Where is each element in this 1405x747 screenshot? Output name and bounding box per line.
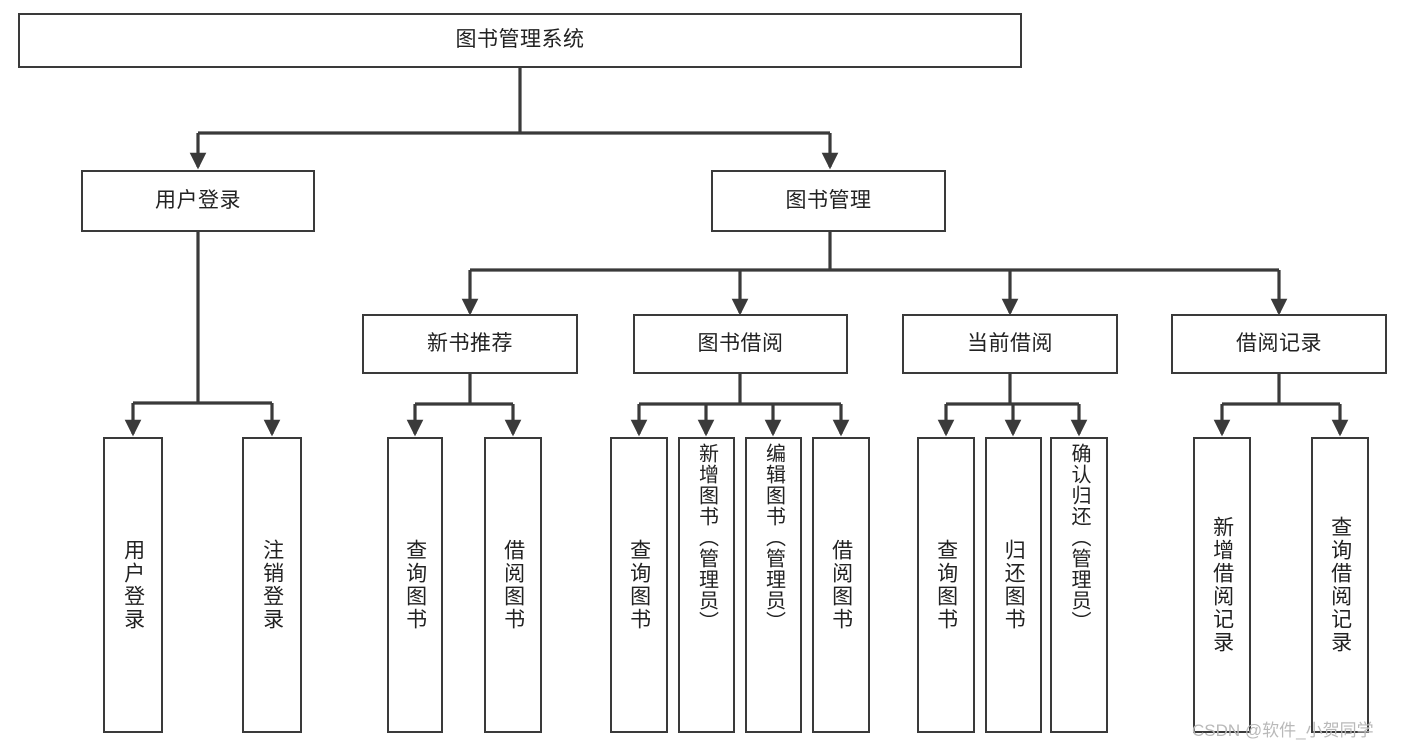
leaf-cb-return-book[interactable]: 归还图书 [985,437,1042,733]
leaf-cb-query-book[interactable]: 查询图书 [917,437,975,733]
leaf-br-query-record[interactable]: 查询借阅记录 [1311,437,1369,733]
leaf-user-login[interactable]: 用户登录 [103,437,163,733]
leaf-logout-label: 注销登录 [260,539,284,631]
leaf-bb-borrow-book[interactable]: 借阅图书 [812,437,870,733]
leaf-nb-query-book[interactable]: 查询图书 [387,437,443,733]
leaf-bb-edit-book-admin[interactable]: 编辑图书（管理员） [745,437,802,733]
leaf-cb-return-book-label: 归还图书 [1002,539,1026,631]
leaf-nb-borrow-book[interactable]: 借阅图书 [484,437,542,733]
csdn-watermark: CSDN @软件_小贺同学 [1192,721,1374,740]
leaf-bb-query-book[interactable]: 查询图书 [610,437,668,733]
leaf-nb-query-book-label: 查询图书 [403,539,427,631]
node-new-book-recommend[interactable]: 新书推荐 [362,314,578,374]
node-current-borrow[interactable]: 当前借阅 [902,314,1118,374]
leaf-br-add-record-label: 新增借阅记录 [1210,516,1234,654]
leaf-logout[interactable]: 注销登录 [242,437,302,733]
leaf-br-query-record-label: 查询借阅记录 [1328,516,1352,654]
leaf-cb-confirm-return-admin[interactable]: 确认归还（管理员） [1050,437,1108,733]
leaf-nb-borrow-book-label: 借阅图书 [501,539,525,631]
leaf-bb-add-book-admin[interactable]: 新增图书（管理员） [678,437,735,733]
node-root-label: 图书管理系统 [455,28,585,52]
node-borrow-record-label: 借阅记录 [1236,331,1322,355]
node-current-borrow-label: 当前借阅 [967,331,1053,355]
node-book-management[interactable]: 图书管理 [711,170,946,232]
leaf-br-add-record[interactable]: 新增借阅记录 [1193,437,1251,733]
node-user-login[interactable]: 用户登录 [81,170,315,232]
node-book-borrow-label: 图书借阅 [697,331,784,355]
node-book-borrow[interactable]: 图书借阅 [633,314,848,374]
leaf-cb-query-book-label: 查询图书 [934,539,958,631]
node-user-login-label: 用户登录 [155,188,241,212]
node-root-book-management-system[interactable]: 图书管理系统 [18,13,1022,68]
node-new-book-recommend-label: 新书推荐 [427,331,513,355]
node-book-management-label: 图书管理 [785,188,872,212]
leaf-cb-confirm-return-admin-label: 确认归还（管理员） [1068,443,1090,632]
leaf-bb-edit-book-admin-label: 编辑图书（管理员） [762,443,785,632]
leaf-bb-add-book-admin-label: 新增图书（管理员） [695,443,718,632]
node-borrow-record[interactable]: 借阅记录 [1171,314,1387,374]
leaf-bb-borrow-book-label: 借阅图书 [829,539,853,631]
leaf-bb-query-book-label: 查询图书 [627,539,651,631]
leaf-user-login-label: 用户登录 [121,539,145,631]
